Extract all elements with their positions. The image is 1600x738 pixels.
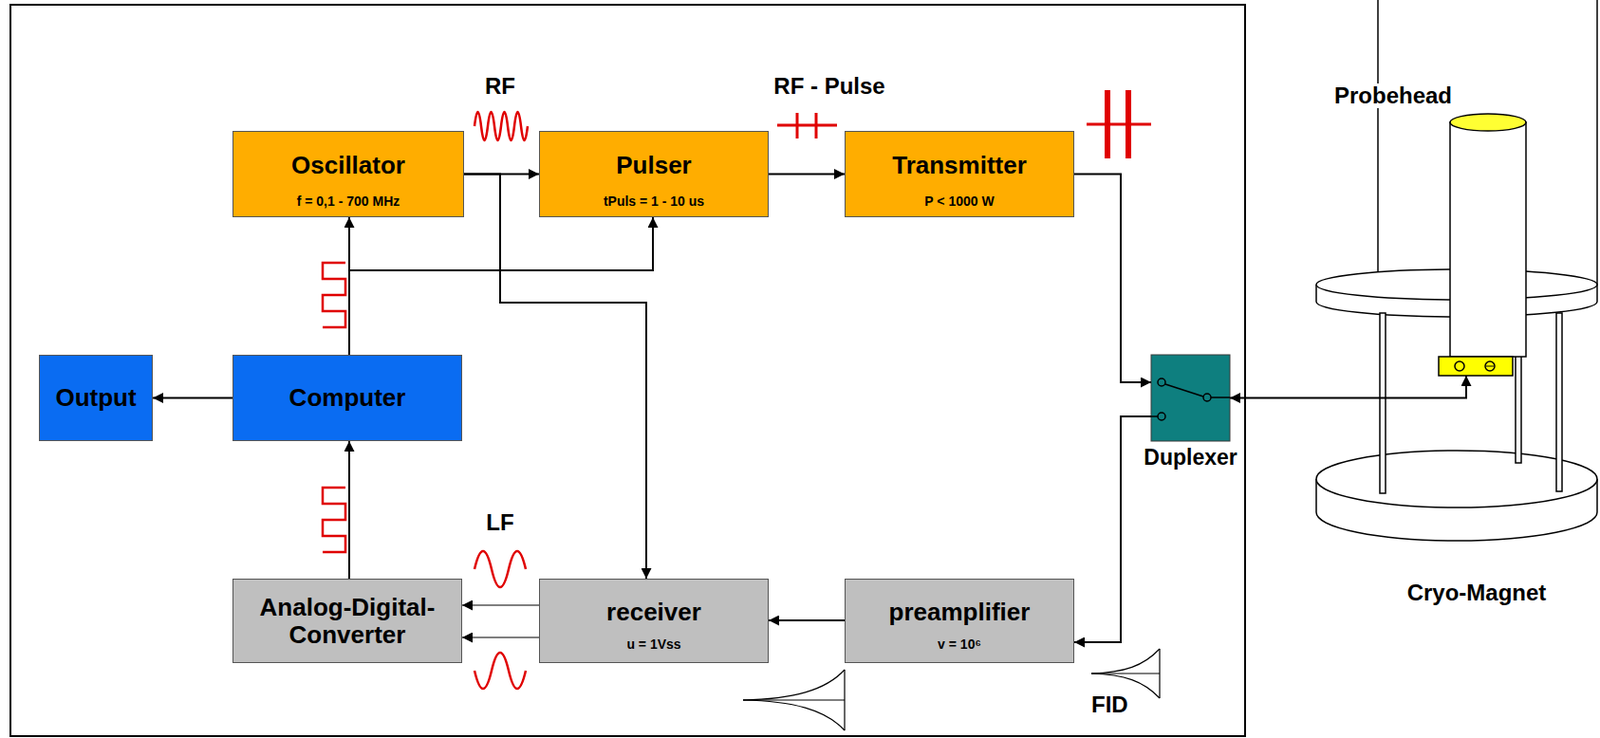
magnet-wall bbox=[1376, 0, 1379, 285]
switch-pivot bbox=[1203, 393, 1211, 402]
stand-leg bbox=[1379, 313, 1386, 494]
coil-terminal bbox=[1485, 361, 1495, 372]
pulse-glyph bbox=[815, 112, 819, 139]
signal-label: LF bbox=[485, 510, 514, 536]
signal-connector bbox=[1229, 375, 1467, 399]
signal-connector bbox=[1074, 416, 1152, 643]
stand-base bbox=[1316, 450, 1598, 508]
signal-connector bbox=[348, 441, 351, 579]
signal-connector bbox=[152, 397, 233, 400]
signal-label: RF bbox=[484, 74, 516, 99]
computer-box: Computer bbox=[232, 354, 463, 442]
probe-tube bbox=[1450, 122, 1526, 357]
switch-contact bbox=[1157, 412, 1166, 421]
fid-envelope bbox=[1091, 649, 1160, 674]
node-title: Analog-Digital- Converter bbox=[250, 594, 446, 649]
node-title: Computer bbox=[289, 384, 407, 412]
coil-mark bbox=[1486, 366, 1494, 368]
fid-envelope bbox=[743, 669, 845, 701]
node-parameter: P < 1000 W bbox=[924, 194, 994, 209]
fid-glyph bbox=[1091, 649, 1160, 699]
process-box: Transmitter P < 1000 W bbox=[844, 130, 1075, 218]
node-title: Probehead bbox=[1331, 83, 1455, 109]
housing-frame bbox=[10, 4, 1246, 737]
duplexer-switch: Duplexer bbox=[1151, 354, 1230, 442]
switch-symbol bbox=[1151, 378, 1230, 421]
cryo-magnet-drawing bbox=[1316, 0, 1598, 541]
node-title: Pulser bbox=[615, 151, 692, 180]
signal-connector bbox=[349, 217, 653, 355]
pulse-glyph bbox=[1104, 90, 1111, 159]
pulse-glyph bbox=[796, 112, 800, 139]
node-title: receiver bbox=[606, 598, 702, 627]
amplifier-box: preamplifier v = 10⁶ bbox=[844, 578, 1075, 664]
signal-connector bbox=[1074, 174, 1152, 384]
signal-connector bbox=[462, 604, 540, 607]
switch-arm bbox=[1165, 384, 1204, 397]
node-title: Transmitter bbox=[892, 151, 1027, 180]
signal-connector bbox=[768, 173, 845, 176]
digital-wave bbox=[322, 262, 346, 328]
converter-box: Analog-Digital- Converter bbox=[232, 578, 463, 664]
probehead: Probehead bbox=[1320, 81, 1540, 376]
output-box: Output bbox=[38, 354, 153, 442]
switch-wire bbox=[1151, 415, 1158, 418]
fid-edge bbox=[1158, 649, 1160, 699]
switch-wire bbox=[1210, 396, 1230, 399]
node-parameter: f = 0,1 - 700 MHz bbox=[297, 194, 401, 209]
pulse-glyph bbox=[1125, 90, 1132, 159]
signal-label: RF - Pulse bbox=[773, 74, 885, 99]
rf-wave bbox=[474, 111, 528, 141]
duplexer-body bbox=[1151, 354, 1230, 442]
signal-connector bbox=[768, 619, 845, 622]
lf-wave bbox=[474, 652, 526, 689]
coil-terminal bbox=[1454, 361, 1465, 372]
probe-coil bbox=[1438, 356, 1513, 376]
fid-envelope bbox=[743, 700, 845, 731]
node-title: Duplexer bbox=[1143, 446, 1237, 470]
switch-contact bbox=[1157, 378, 1166, 387]
pulse-glyph bbox=[1086, 123, 1152, 127]
signal-label: FID bbox=[1091, 692, 1129, 718]
signal-connector bbox=[462, 636, 540, 639]
process-box: Oscillator f = 0,1 - 700 MHz bbox=[232, 130, 465, 218]
node-parameter: u = 1Vss bbox=[626, 637, 681, 652]
node-title: Output bbox=[55, 384, 136, 412]
fid-glyph bbox=[743, 669, 845, 731]
lf-wave bbox=[474, 551, 526, 588]
node-title: preamplifier bbox=[889, 598, 1031, 627]
receiver-box: receiver u = 1Vss bbox=[539, 578, 769, 664]
process-box: Pulser tPuls = 1 - 10 us bbox=[539, 130, 769, 218]
node-title: Oscillator bbox=[291, 151, 406, 180]
stand-leg bbox=[1556, 313, 1563, 492]
digital-wave bbox=[322, 487, 346, 553]
probe-top bbox=[1450, 113, 1526, 131]
magnet-wall bbox=[1596, 0, 1599, 285]
fid-edge bbox=[843, 669, 845, 731]
node-title: Cryo-Magnet bbox=[1407, 580, 1547, 606]
node-parameter: tPuls = 1 - 10 us bbox=[603, 194, 705, 209]
node-parameter: v = 10⁶ bbox=[937, 637, 982, 652]
signal-connector bbox=[464, 174, 647, 580]
cryo-magnet: ProbeheadCryo-Magnet bbox=[1316, 0, 1600, 627]
pulse-glyph bbox=[777, 124, 838, 128]
